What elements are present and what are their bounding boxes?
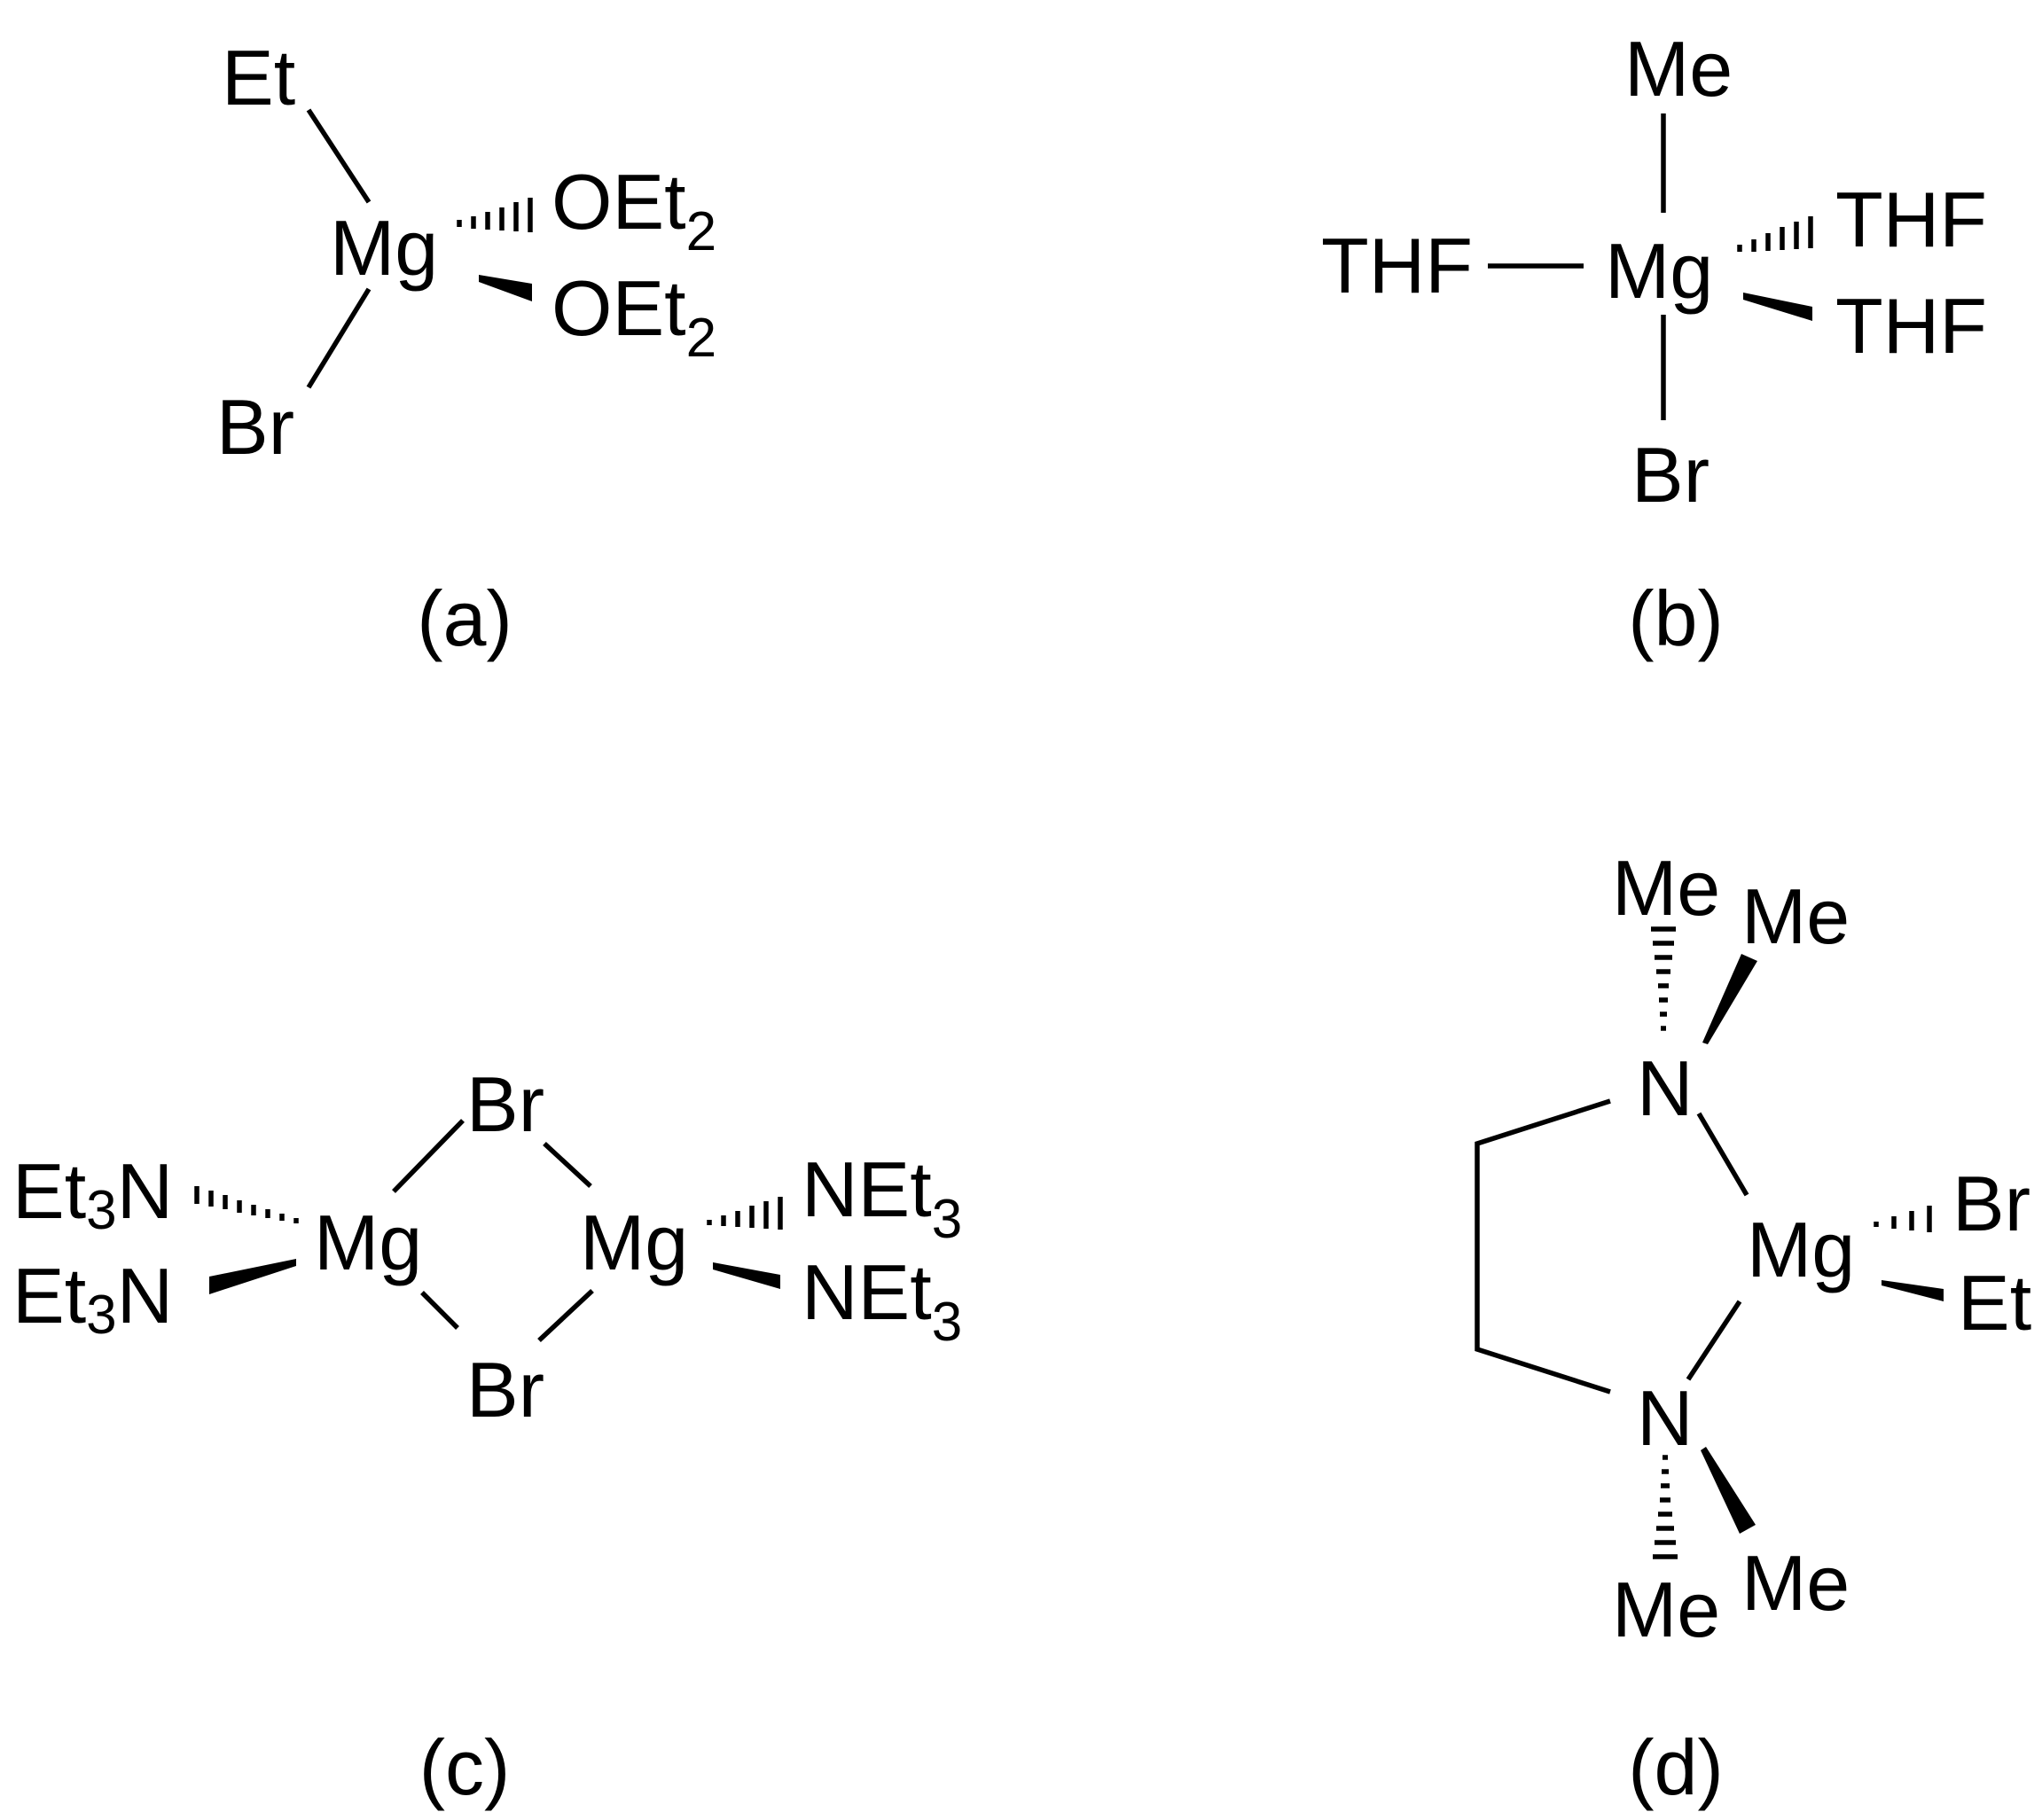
ligand-thf-left: THF [1321, 222, 1473, 309]
atom-n-top: N [1637, 1044, 1694, 1132]
wedge-bond-n-top-me [1702, 954, 1757, 1044]
hashed-bond-mg-right-net3-upper [707, 1197, 783, 1230]
hashed-bond-n-top-me-vertical [1651, 926, 1676, 1031]
caption-a: (a) [417, 574, 512, 662]
atom-mg-left: Mg [314, 1199, 422, 1286]
caption-c: (c) [419, 1723, 511, 1811]
bond-mg-br [306, 287, 372, 389]
atom-br-top: Br [466, 1060, 544, 1148]
structure-b: Me Mg Br THF THF THF (b) [1321, 25, 1987, 662]
ligand-net3-lower: NEt3 [802, 1248, 962, 1353]
wedge-bond-mg-right-net3-lower [713, 1262, 780, 1289]
ligand-oet2-upper: OEt2 [552, 158, 716, 262]
bond-mg-n-bottom [1686, 1300, 1742, 1381]
atom-br: Br [1952, 1160, 2030, 1247]
atom-br: Br [216, 383, 294, 471]
wedge-bond-et3n-lower-mg-left [209, 1259, 296, 1294]
wedge-bond-mg-thf-lower [1743, 293, 1812, 321]
wedge-bond-mg-oet2-lower [479, 275, 532, 301]
atom-me-bottom-hash: Me [1612, 1566, 1720, 1653]
ligand-net3-upper: NEt3 [802, 1145, 962, 1250]
wedge-bond-n-bottom-me [1701, 1447, 1756, 1534]
atom-mg: Mg [1747, 1206, 1855, 1293]
bond-br-bottom-mg-right [537, 1288, 594, 1343]
atom-mg: Mg [330, 204, 438, 292]
structure-d: Me Me N Mg N Me Me Br Et (d) [1475, 844, 2031, 1811]
atom-mg-right: Mg [580, 1199, 688, 1286]
hashed-bond-n-bottom-me-vertical [1653, 1455, 1678, 1559]
bond-ethylene-backbone [1475, 1098, 1611, 1394]
atom-mg: Mg [1605, 227, 1713, 315]
atom-me-top-hash: Me [1612, 844, 1720, 932]
atom-n-bottom: N [1637, 1374, 1694, 1462]
structure-c: Br Br Mg Mg Et3N Et3N NEt3 NEt3 (c) [12, 1060, 962, 1811]
ligand-et3n-lower: Et3N [12, 1252, 173, 1346]
atom-me-top-wedge: Me [1741, 872, 1850, 960]
atom-et: Et [222, 34, 295, 121]
hashed-bond-mg-br [1874, 1206, 1932, 1232]
ligand-et3n-upper: Et3N [12, 1147, 173, 1241]
bond-et-mg [306, 108, 372, 204]
atom-et: Et [1958, 1259, 2031, 1347]
caption-b: (b) [1628, 574, 1724, 662]
atom-me: Me [1624, 25, 1733, 113]
structure-a: Et Mg Br OEt2 OEt2 (a) [216, 34, 716, 662]
hashed-bond-et3n-upper-mg-left [194, 1186, 299, 1223]
atom-me-bottom-wedge: Me [1741, 1539, 1850, 1627]
bond-mg-left-br-bottom [420, 1291, 459, 1330]
bond-n-top-mg [1696, 1112, 1749, 1197]
atom-br-bottom: Br [466, 1346, 544, 1433]
wedge-bond-mg-et [1882, 1280, 1944, 1301]
hashed-bond-mg-oet2-upper [457, 198, 533, 232]
caption-d: (d) [1628, 1723, 1724, 1811]
hashed-bond-mg-thf-upper [1737, 216, 1813, 252]
ligand-thf-upper: THF [1835, 176, 1987, 263]
ligand-thf-lower: THF [1835, 282, 1987, 370]
atom-br: Br [1631, 431, 1709, 519]
ligand-oet2-lower: OEt2 [552, 264, 716, 369]
bond-br-top-mg-right [543, 1141, 592, 1189]
bond-mg-left-br-top [392, 1119, 465, 1193]
